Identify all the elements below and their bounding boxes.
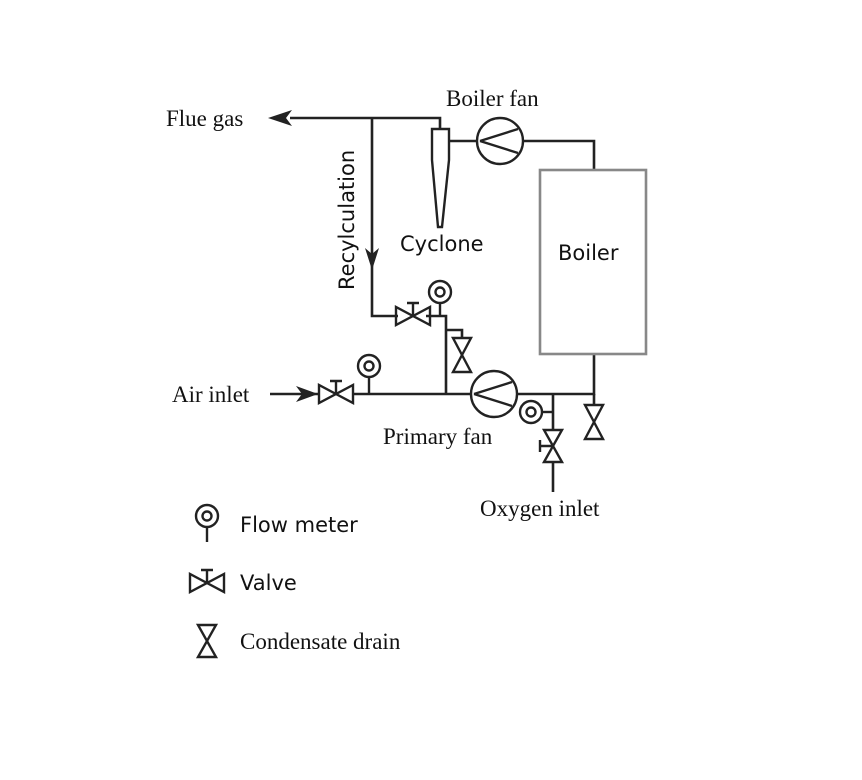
boiler-fan-label: Boiler fan (446, 86, 539, 111)
condensate-drain-icon (451, 336, 473, 374)
condensate-drain-icon (583, 403, 605, 441)
valve-icon (541, 428, 565, 464)
valve-icon (317, 383, 355, 405)
cyclone-icon (430, 127, 451, 229)
recirculation-label: Recylculation (335, 150, 359, 290)
cyclone (430, 127, 451, 229)
flow-meter-icon (427, 279, 453, 305)
legend-item-flow-meter: Flow meter (194, 503, 358, 542)
valve-stem-icon (538, 440, 553, 452)
boiler-label: Boiler (558, 241, 619, 265)
oxygen-inlet-label: Oxygen inlet (480, 496, 600, 521)
flow-meter-icon (518, 399, 544, 425)
primary-fan (469, 369, 519, 419)
valve-icon (188, 572, 226, 594)
boiler-fan-blades-icon (479, 127, 519, 155)
oxygen-inlet-valve (538, 428, 565, 464)
flue-gas-arrow-icon (268, 110, 292, 126)
recirculation-pipe (370, 118, 398, 318)
legend-label-valve: Valve (240, 571, 297, 595)
air-inlet-valve (317, 379, 355, 405)
primary-fan-to-boiler-pipe (516, 354, 596, 396)
valve-stem-icon (201, 568, 213, 583)
pipework (270, 116, 596, 492)
legend-item-valve: Valve (188, 568, 297, 595)
legend-label-condensate-drain: Condensate drain (240, 629, 401, 654)
flow-meter-icon (194, 503, 220, 529)
recirculation-to-main-pipe (426, 314, 448, 394)
legend: Flow meter Valve Condensate drain (188, 503, 401, 659)
flue-gas-label: Flue gas (166, 106, 243, 131)
valve-icon (394, 305, 432, 327)
boiler-fan (475, 116, 525, 166)
flow-meter-inner-icon (201, 510, 213, 522)
flow-meter-inner-icon (525, 406, 537, 418)
oxygen-flow-meter (518, 399, 553, 425)
air-inlet-arrow-icon (296, 386, 318, 402)
boiler-vessel (538, 168, 648, 356)
valve-stem-icon (330, 379, 342, 394)
condensate-drain-icon (195, 623, 219, 659)
valve-stem-icon (407, 301, 419, 316)
boiler-to-fan-pipe (522, 139, 596, 170)
cyclone-label: Cyclone (400, 232, 484, 256)
primary-fan-blades-icon (473, 380, 513, 408)
flow-meter-inner-icon (363, 360, 375, 372)
flow-meter-icon (356, 353, 382, 379)
legend-label-flow-meter: Flow meter (240, 513, 358, 537)
legend-item-condensate-drain: Condensate drain (195, 623, 401, 659)
flow-meter-inner-icon (434, 286, 446, 298)
recirc-drain-stub (446, 328, 464, 338)
air-flow-meter (356, 353, 382, 394)
recirculation-arrow-icon (365, 248, 379, 270)
recirculation-flow-meter (427, 279, 453, 316)
recirculation-valve (394, 301, 432, 327)
boiler-fan-icon (475, 116, 525, 166)
primary-fan-icon (469, 369, 519, 419)
air-inlet-label: Air inlet (172, 382, 250, 407)
primary-fan-label: Primary fan (383, 424, 493, 449)
